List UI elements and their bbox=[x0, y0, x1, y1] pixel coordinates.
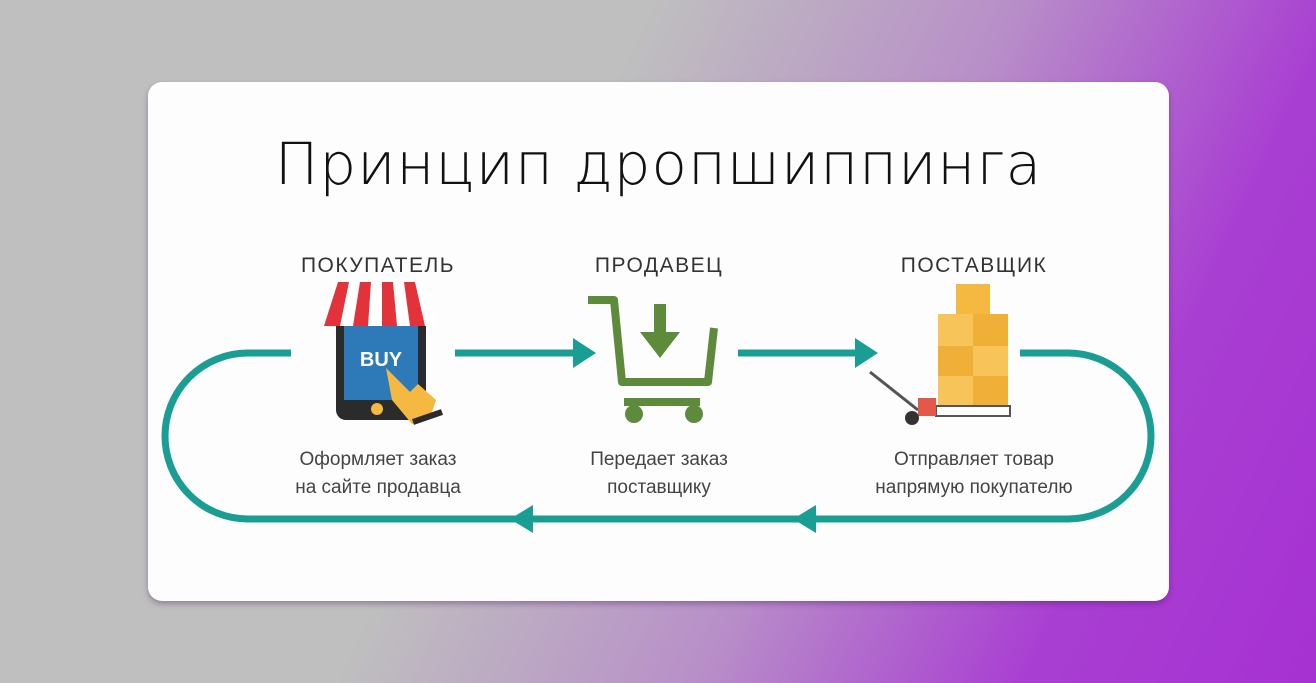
step-role-seller: ПРОДАВЕЦ bbox=[594, 254, 724, 277]
arrow-left-icon bbox=[793, 505, 816, 533]
arrow-left-icon bbox=[510, 505, 533, 533]
loop-line bbox=[161, 349, 1155, 523]
arrow-right-icon bbox=[855, 338, 878, 368]
page-title: Принцип дропшиппинга bbox=[274, 130, 1043, 198]
arrow-right-icon bbox=[573, 338, 596, 368]
shop-phone-buy-icon: BUY bbox=[324, 282, 443, 425]
flow-arrows: BUY bbox=[161, 282, 1155, 533]
boxes-pallet-jack-icon bbox=[869, 284, 1011, 425]
shopping-cart-download-icon bbox=[588, 296, 718, 406]
step-desc-seller: Передает заказ поставщику bbox=[590, 449, 728, 498]
diagram-card: BUY При bbox=[148, 82, 1169, 601]
step-role-buyer: ПОКУПАТЕЛЬ bbox=[300, 254, 456, 277]
svg-text:BUY: BUY bbox=[360, 349, 403, 371]
step-role-supplier: ПОСТАВЩИК bbox=[900, 254, 1048, 277]
step-desc-supplier: Отправляет товар напрямую покупателю bbox=[875, 449, 1073, 498]
step-desc-buyer: Оформляет заказ на сайте продавца bbox=[295, 449, 461, 498]
